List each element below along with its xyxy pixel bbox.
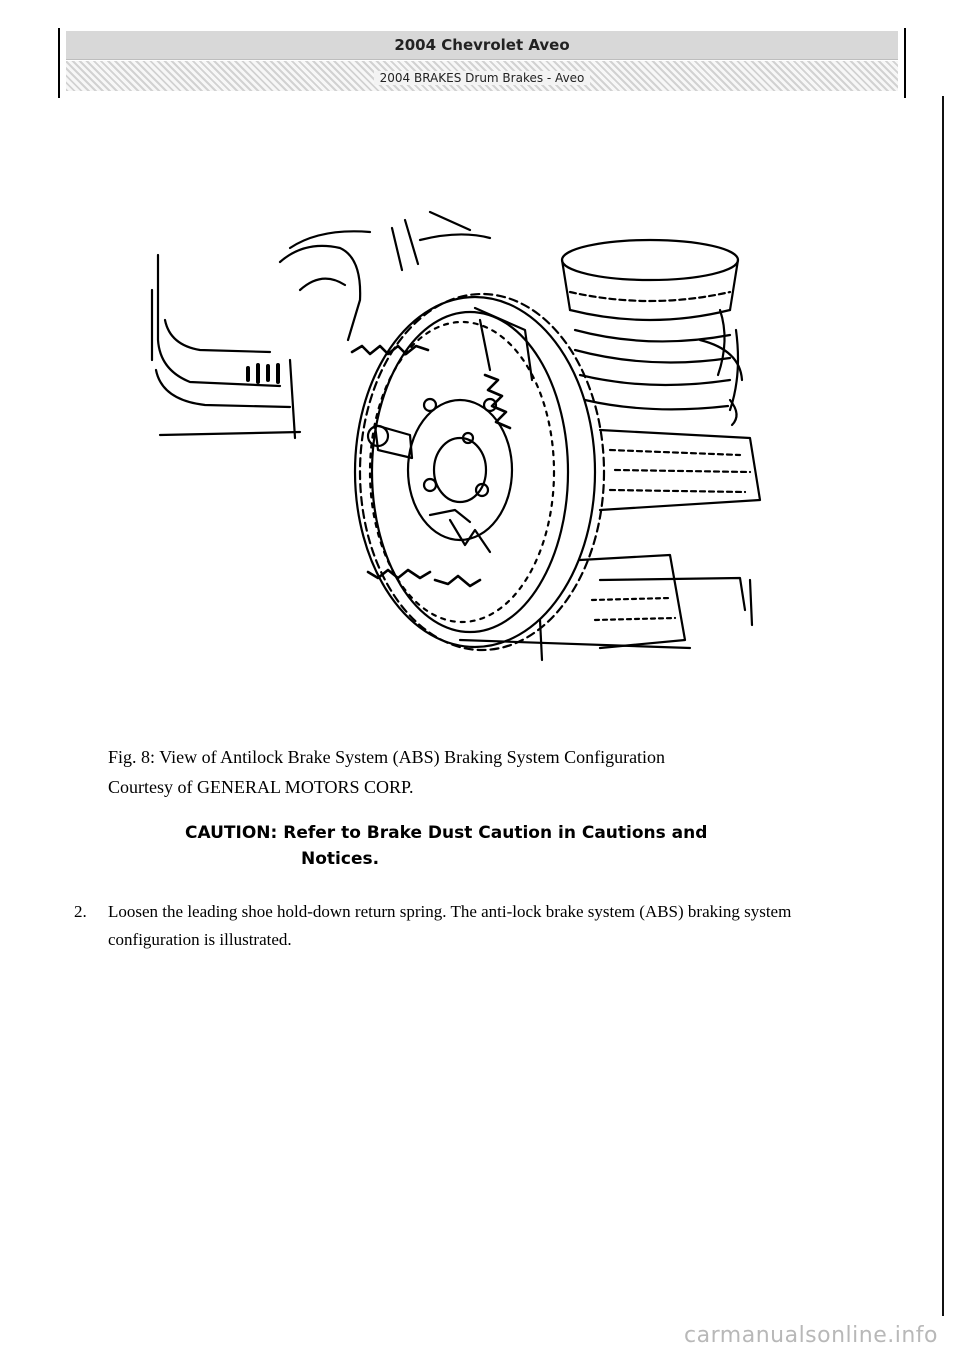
caution-line-1: CAUTION: Refer to Brake Dust Caution in … <box>185 823 708 843</box>
procedure-step: 2. Loosen the leading shoe hold-down ret… <box>74 898 884 954</box>
document-subtitle: 2004 BRAKES Drum Brakes - Aveo <box>58 71 906 85</box>
site-watermark: carmanualsonline.info <box>684 1323 938 1348</box>
subtitle-text: 2004 BRAKES Drum Brakes - Aveo <box>373 71 591 85</box>
abs-brake-illustration <box>150 210 762 662</box>
caption-line-1: Fig. 8: View of Antilock Brake System (A… <box>108 747 666 767</box>
page-right-rule <box>942 96 944 1316</box>
header-title-bar <box>66 31 898 60</box>
step-text: Loosen the leading shoe hold-down return… <box>108 902 792 949</box>
step-number: 2. <box>74 902 87 921</box>
caption-line-2: Courtesy of GENERAL MOTORS CORP. <box>108 777 414 797</box>
figure-caption: Fig. 8: View of Antilock Brake System (A… <box>108 742 868 802</box>
caution-line-2: Notices. <box>301 849 380 869</box>
header-right-rule <box>904 28 906 98</box>
header-left-rule <box>58 28 60 98</box>
caution-note: CAUTION: Refer to Brake Dust Caution in … <box>185 820 805 872</box>
page-header: 2004 Chevrolet Aveo 2004 BRAKES Drum Bra… <box>58 28 906 98</box>
document-title: 2004 Chevrolet Aveo <box>394 36 570 54</box>
